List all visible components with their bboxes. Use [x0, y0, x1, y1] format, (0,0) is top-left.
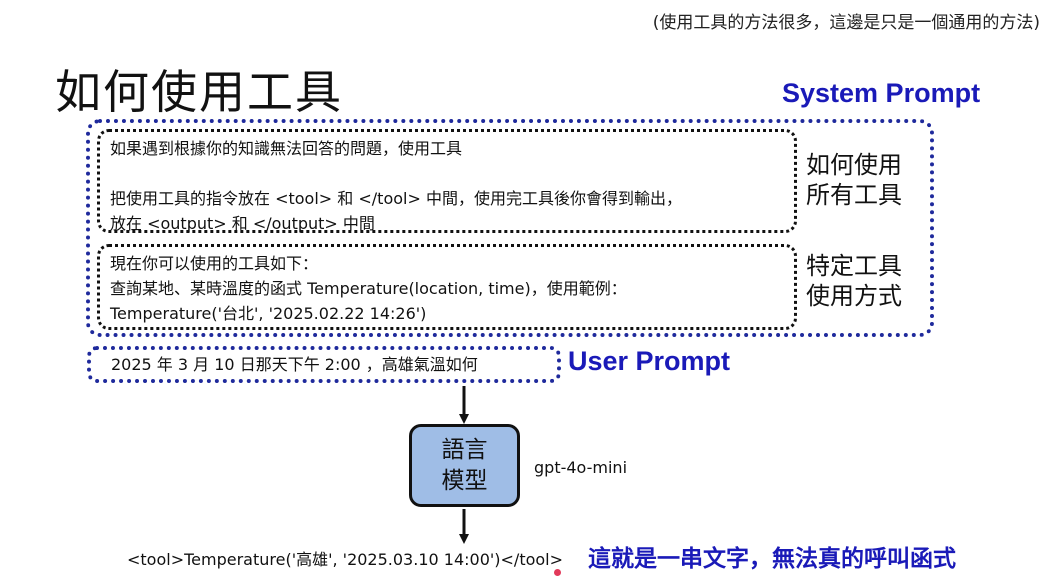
- system-prompt-label: System Prompt: [782, 78, 981, 108]
- slide-title: 如何使用工具: [55, 65, 343, 119]
- specific-line-1: 現在你可以使用的工具如下：: [110, 254, 319, 273]
- general-side-line-2: 所有工具: [806, 181, 902, 209]
- user-prompt-box: 2025 年 3 月 10 日那天下午 2:00 ，高雄氣溫如何: [87, 346, 561, 383]
- model-output-text: <tool>Temperature('高雄', '2025.03.10 14:0…: [127, 550, 564, 569]
- specific-line-3: Temperature('台北', '2025.02.22 14:26'): [110, 304, 427, 323]
- specific-tool-box: 現在你可以使用的工具如下： 查詢某地、某時溫度的函式 Temperature(l…: [97, 244, 797, 330]
- general-line-2: 把使用工具的指令放在 <tool> 和 </tool> 中間，使用完工具後你會得…: [110, 189, 682, 208]
- general-side-line-1: 如何使用: [806, 151, 902, 179]
- model-name: gpt-4o-mini: [534, 458, 628, 477]
- specific-side-label: 特定工具 使用方式: [806, 251, 902, 311]
- model-line-1: 語言: [441, 437, 488, 463]
- specific-line-2: 查詢某地、某時溫度的函式 Temperature(location, time)…: [110, 279, 627, 298]
- top-note: (使用工具的方法很多，這邊是只是一個通用的方法): [652, 13, 1040, 33]
- specific-side-line-2: 使用方式: [806, 282, 902, 310]
- general-side-label: 如何使用 所有工具: [806, 150, 902, 210]
- user-prompt-label: User Prompt: [568, 346, 731, 376]
- system-prompt-box: [86, 119, 934, 337]
- model-line-2: 模型: [441, 468, 488, 494]
- general-tool-instructions-box: 如果遇到根據你的知識無法回答的問題，使用工具 把使用工具的指令放在 <tool>…: [97, 129, 797, 233]
- language-model-box: 語言 模型: [409, 424, 520, 507]
- pointer-dot: [554, 569, 561, 576]
- general-line-3: 放在 <output> 和 </output> 中間: [110, 214, 375, 233]
- output-note: 這就是一串文字，無法真的呼叫函式: [588, 546, 956, 572]
- general-line-1: 如果遇到根據你的知識無法回答的問題，使用工具: [110, 139, 463, 158]
- specific-side-line-1: 特定工具: [806, 252, 902, 280]
